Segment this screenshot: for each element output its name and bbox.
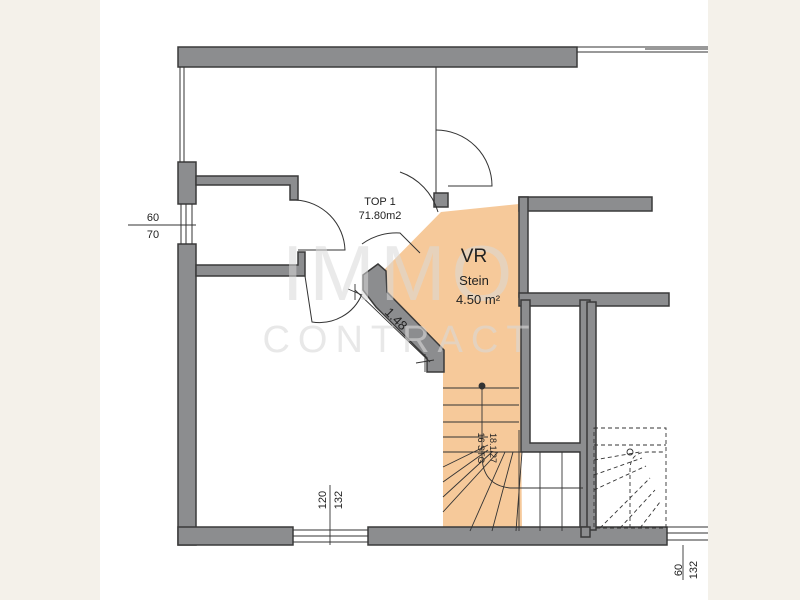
door-left-swing <box>295 199 346 251</box>
dim-bottom-b: 132 <box>333 491 345 509</box>
watermark-line2: CONTRACT <box>262 319 537 361</box>
stairs <box>442 382 583 532</box>
dimension-lines <box>128 224 684 580</box>
wall-left-pier <box>177 161 197 205</box>
room-code: VR <box>461 246 487 267</box>
wall-top <box>177 46 578 68</box>
wall-column-top <box>433 192 449 208</box>
door-entry-swing <box>399 171 439 213</box>
wall-bottom-right <box>367 526 668 546</box>
unit-area: 71.80m2 <box>359 210 402 222</box>
doors <box>290 129 493 324</box>
wall-bottom-left <box>177 526 294 546</box>
door-lower-swing <box>304 275 363 324</box>
wall-right-vertical <box>518 196 529 298</box>
door-entry-swing-2 <box>361 232 421 254</box>
stair-label-a: 16 STG <box>476 432 486 463</box>
dim-left-top: 60 <box>147 212 159 224</box>
dim-diagonal-line <box>354 289 431 363</box>
dim-left-bottom: 70 <box>147 229 159 241</box>
dim-right-b: 132 <box>688 561 700 579</box>
wall-stair-end <box>580 526 591 538</box>
wall-left-lower <box>177 243 197 546</box>
left-margin-band <box>0 0 100 600</box>
watermark-line1: IMMO <box>282 229 518 317</box>
right-margin-band <box>708 0 800 600</box>
unit-name: TOP 1 <box>364 196 395 208</box>
room-area: 4.50 m² <box>456 292 501 307</box>
door-top-swing <box>435 129 493 187</box>
wall-diagonal <box>362 263 445 373</box>
dim-right-a: 60 <box>673 564 685 576</box>
walls <box>177 46 670 546</box>
wall-right-arm-top <box>518 196 653 212</box>
highlighted-room-fill <box>383 204 522 531</box>
stairs-dashed <box>593 427 667 529</box>
dim-bottom-a: 120 <box>317 491 329 509</box>
room-floor: Stein <box>459 273 489 288</box>
stair-label-b: 18.1/27 <box>488 433 498 463</box>
stair-walk-line <box>481 386 583 489</box>
wall-inner-lower <box>195 251 306 277</box>
wall-right-column <box>586 301 597 531</box>
